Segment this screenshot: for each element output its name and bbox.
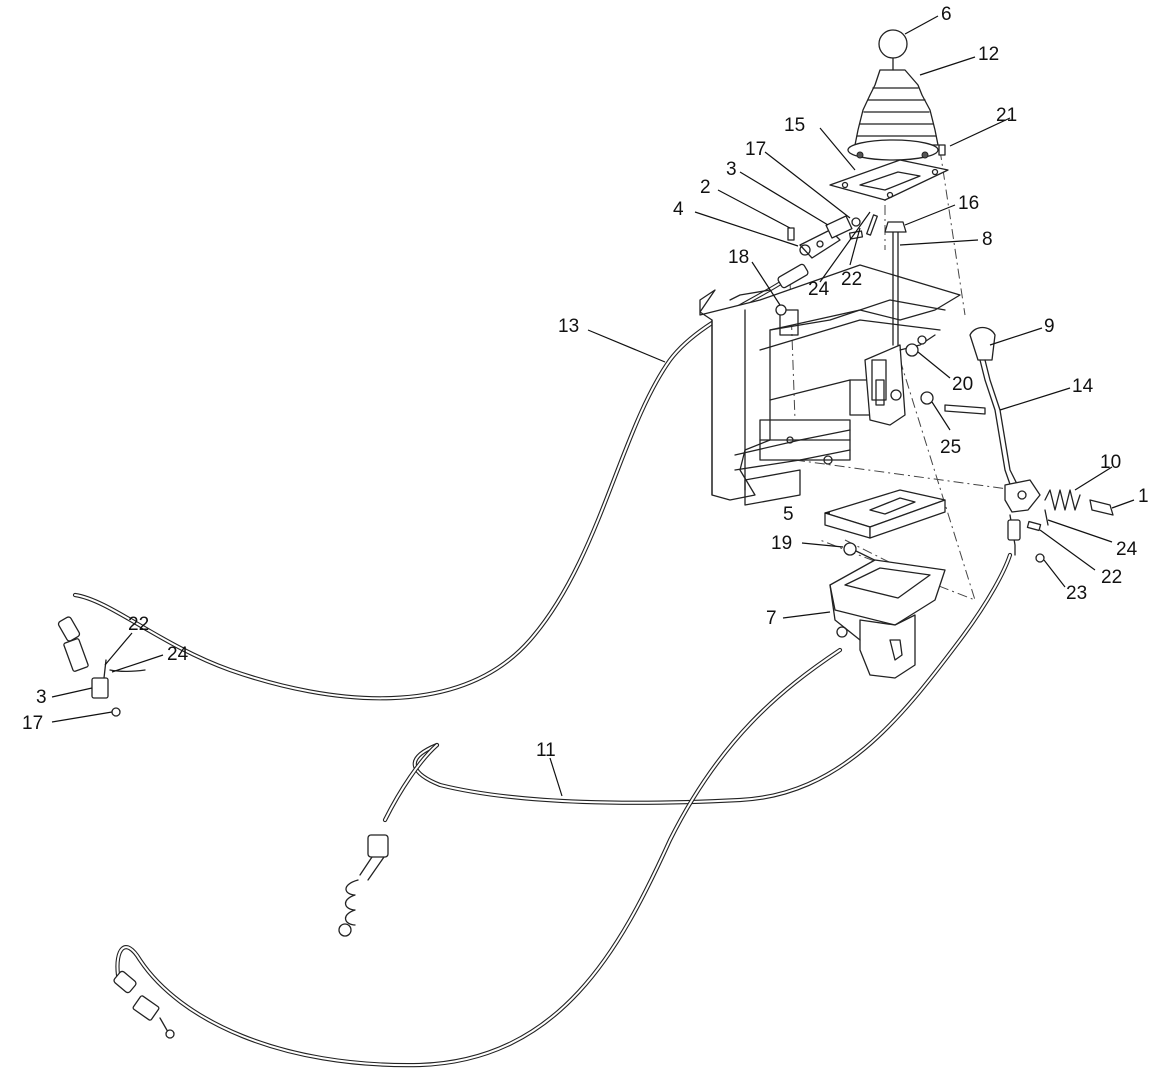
callout-9: 9: [1044, 316, 1055, 337]
callout-22c: 22: [128, 614, 149, 635]
block-5: [824, 489, 946, 539]
callout-24: 24: [808, 279, 830, 300]
cable-13: [72, 267, 803, 701]
cable-end-left: [57, 616, 146, 717]
cable-end-spring: [338, 834, 389, 937]
callout-22: 22: [841, 269, 862, 290]
boot-12: [847, 69, 939, 161]
callout-12: 12: [978, 44, 999, 65]
nut-16: [884, 221, 907, 233]
callout-3: 3: [726, 159, 737, 180]
pin-1: [1089, 499, 1114, 516]
control-frame: [699, 264, 961, 506]
callout-21: 21: [996, 105, 1017, 126]
cable-lower: [115, 647, 843, 1068]
callout-17b: 17: [22, 713, 43, 734]
callout-6: 6: [941, 4, 952, 25]
shaft-8: [892, 229, 899, 346]
leader-lines: [51, 15, 1135, 797]
lever-14: [969, 326, 1041, 513]
housing-7: [829, 559, 946, 679]
callout-15: 15: [784, 115, 805, 136]
spring-10: [1044, 489, 1081, 511]
callout-24c: 24: [167, 644, 189, 665]
callout-8: 8: [982, 229, 993, 250]
callout-17: 17: [745, 139, 766, 160]
callout-20: 20: [952, 374, 973, 395]
callout-22b: 22: [1101, 567, 1122, 588]
callout-5: 5: [783, 504, 794, 525]
callout-1: 1: [1138, 486, 1149, 507]
cable-11: [382, 552, 1013, 823]
callout-7: 7: [766, 608, 777, 629]
callout-4: 4: [673, 199, 684, 220]
pivot-bracket: [864, 334, 936, 426]
callout-24b: 24: [1116, 539, 1138, 560]
knob-6: [878, 29, 908, 71]
cable-end-lower: [113, 970, 175, 1039]
callout-10: 10: [1100, 452, 1121, 473]
washer-25: [920, 391, 986, 415]
bracket-cluster: [775, 214, 878, 316]
callout-23: 23: [1066, 583, 1087, 604]
screw-21: [938, 144, 946, 156]
callout-2: 2: [700, 177, 711, 198]
callout-18: 18: [728, 247, 749, 268]
callout-14: 14: [1072, 376, 1094, 397]
plate-15: [829, 159, 949, 201]
callout-16: 16: [958, 193, 979, 214]
small-parts-right: [1007, 509, 1049, 563]
callout-11: 11: [536, 740, 556, 761]
callout-13: 13: [558, 316, 579, 337]
callout-25: 25: [940, 437, 961, 458]
callout-labels: 6 12 21 15 17 3 2 16 4 8 18 22 24 13 9 1…: [22, 4, 1149, 761]
nut-20: [905, 335, 927, 357]
callout-19: 19: [771, 533, 792, 554]
callout-3b: 3: [36, 687, 47, 708]
